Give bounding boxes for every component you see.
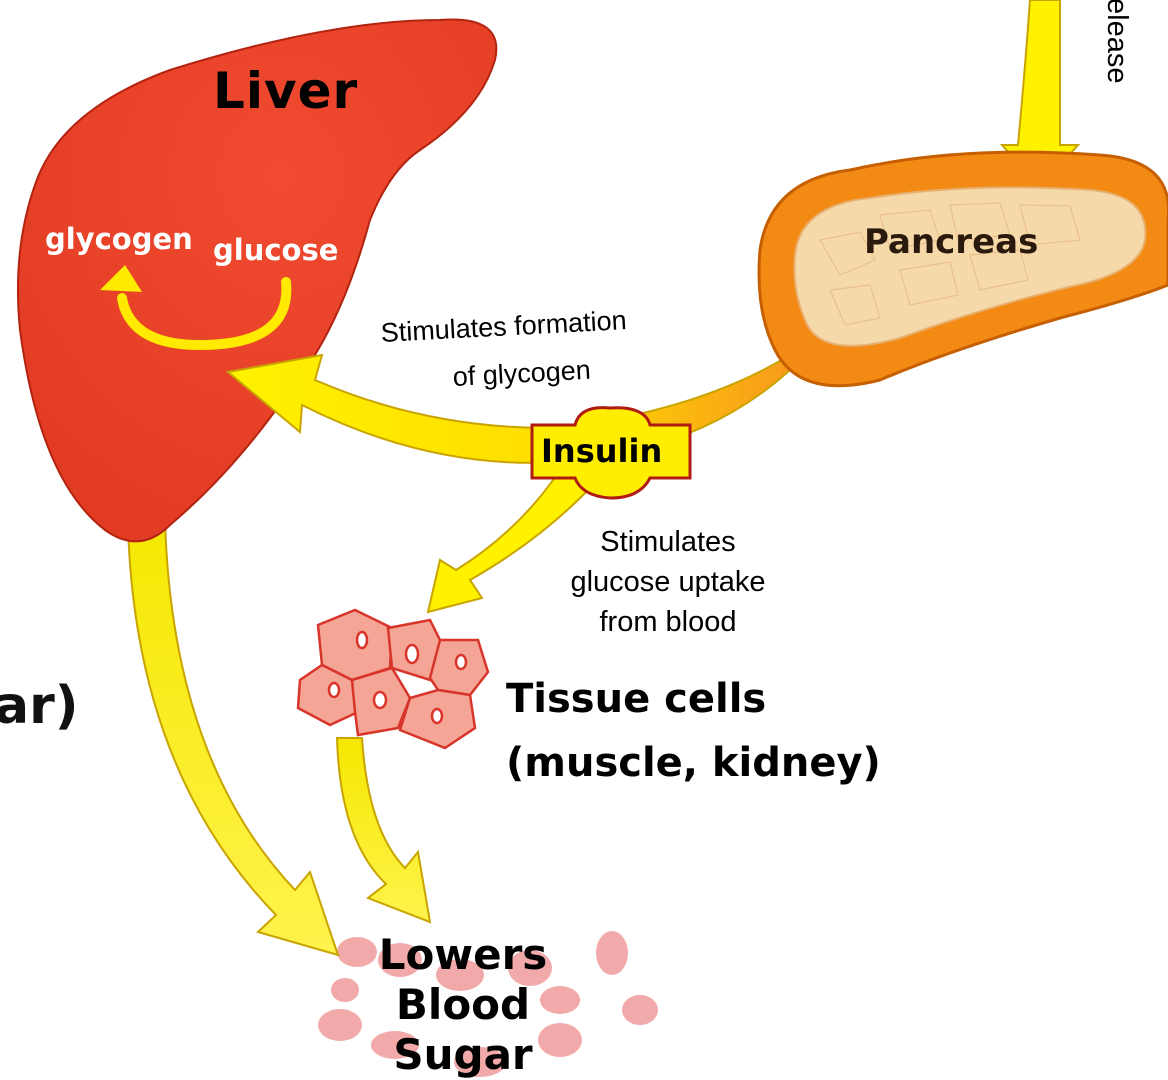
release-label: elease bbox=[1100, 0, 1133, 83]
lowers-blood-sugar-label: Lowers Blood Sugar bbox=[378, 930, 548, 1080]
pancreas-label: Pancreas bbox=[864, 222, 1038, 262]
glucose-label: glucose bbox=[213, 233, 338, 267]
glycogen-label: glycogen bbox=[45, 222, 193, 256]
insulin-label: Insulin bbox=[541, 432, 662, 470]
tissue-cells-examples: (muscle, kidney) bbox=[506, 740, 881, 786]
liver-label: Liver bbox=[213, 62, 358, 120]
tissue-cells-label: Tissue cells bbox=[506, 676, 766, 722]
cropped-left-label: ar) bbox=[0, 676, 79, 736]
liver-to-blood-arrow bbox=[128, 520, 338, 955]
tissue-to-blood-arrow bbox=[337, 738, 430, 922]
glucose-uptake-effect: Stimulates glucose uptake from blood bbox=[548, 522, 788, 642]
tissue-cells[interactable] bbox=[298, 610, 488, 748]
